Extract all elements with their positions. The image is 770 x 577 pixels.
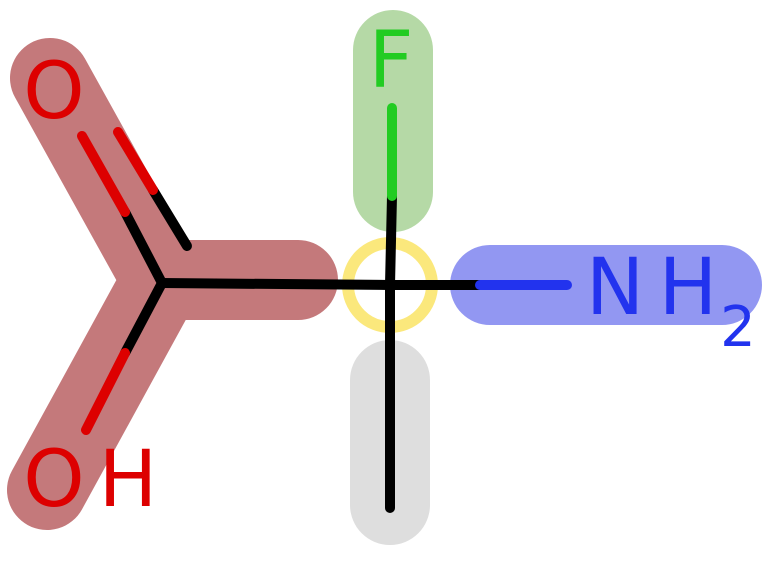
carbonyl-oxygen-label: O (23, 47, 84, 137)
fluorine-label: F (369, 16, 414, 106)
bond-c-o-double-b-red (113, 127, 158, 195)
bond-c-oh-red (81, 348, 130, 435)
hydroxyl-hydrogen-label: H (99, 435, 158, 525)
bond-c-o-double-b-dark (148, 185, 192, 251)
amine-h-count-subscript: 2 (720, 295, 756, 360)
bond-c-oh-dark (120, 278, 167, 358)
bond-c-o-double-a-dark (120, 207, 167, 288)
amine-hydrogen-label: H (659, 243, 718, 333)
bonds (77, 103, 572, 513)
bond-c-o-double-a-red (77, 131, 130, 217)
bond-c-f-dark (385, 191, 397, 290)
hydroxyl-oxygen-label: O (23, 435, 84, 525)
amine-nitrogen-label: N (586, 243, 644, 333)
bond-c-c (157, 278, 395, 290)
